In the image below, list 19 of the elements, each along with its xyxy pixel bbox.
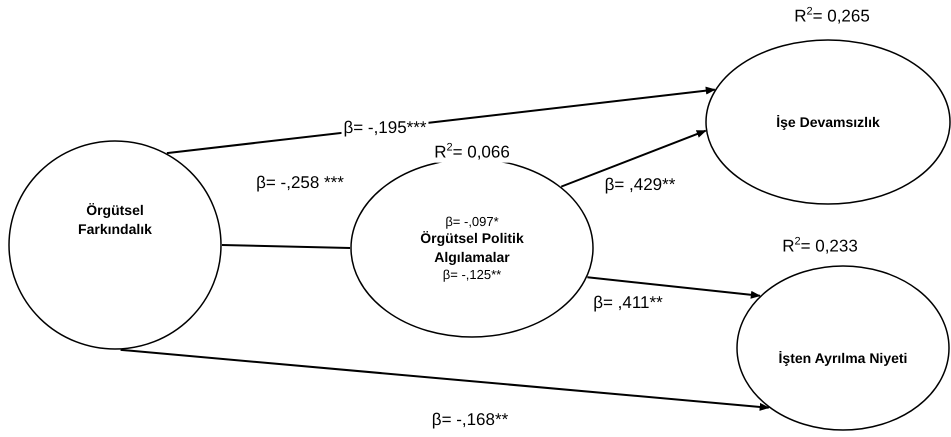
coefficient-label: β= -,097* [445, 214, 499, 230]
ellipse-node [736, 265, 950, 431]
edge-label: β= ,429** [602, 175, 678, 195]
arrow [120, 348, 770, 411]
arrow [587, 276, 761, 299]
coefficient-label: β= -,125** [442, 266, 502, 282]
node-label: Örgütsel Politik Algılamalar [419, 229, 525, 267]
node-label: Örgütsel Farkındalık [77, 201, 153, 239]
node-label: İşten Ayrılma Niyeti [778, 348, 908, 368]
node-label: İşe Devamsızlık [775, 112, 881, 132]
ellipse-node [8, 140, 222, 350]
ellipse-node [705, 39, 951, 205]
arrow [560, 130, 707, 188]
edge-label: β= -,195*** [341, 118, 429, 138]
r-squared-label: R$^{2}$= 0,066 [432, 142, 512, 162]
edge-label: β= ,411** [591, 293, 665, 313]
edge-label: β= -,258 *** [254, 173, 346, 193]
connector-line [222, 244, 350, 249]
edge-label: β= -,168** [430, 410, 510, 430]
